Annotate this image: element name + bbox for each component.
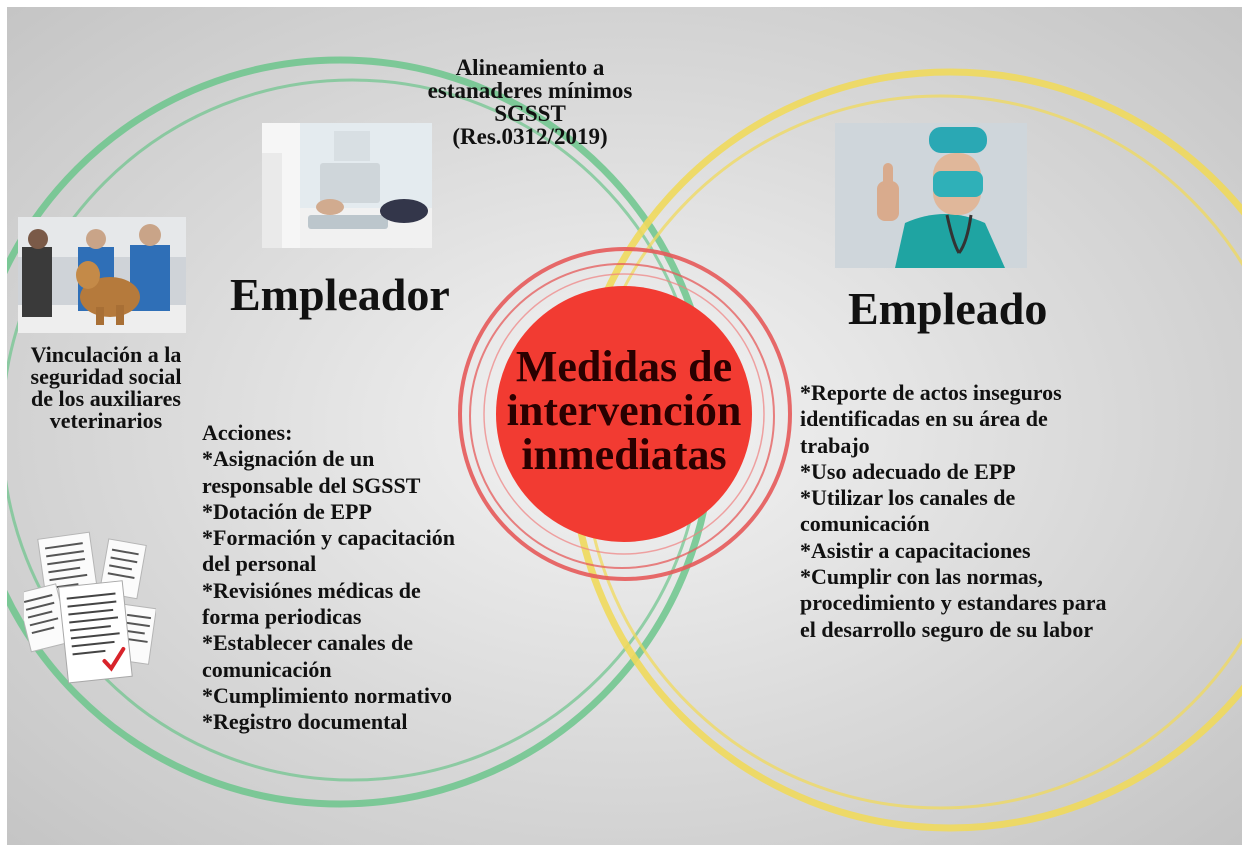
left-title: Empleador	[230, 269, 450, 320]
employer-action-line: *Formación y capacitación	[202, 525, 455, 551]
right-title: Empleado	[848, 283, 1048, 334]
employer-action-line: *Asignación de un	[202, 446, 375, 472]
photo-surgeon-thumbs-up	[835, 123, 1027, 268]
employer-action-line: forma periodicas	[202, 604, 362, 630]
employee-action-line: *Uso adecuado de EPP	[800, 458, 1016, 484]
employee-action-line: *Asistir a capacitaciones	[800, 537, 1031, 563]
employer-action-line: comunicación	[202, 656, 332, 682]
side-note-line-4: veterinarios	[49, 408, 163, 433]
employee-action-line: *Utilizar los canales de	[800, 485, 1016, 511]
employee-action-line: identificadas en su área de	[800, 406, 1048, 432]
employee-action-line: comunicación	[800, 511, 930, 537]
illustration-documents-checklist	[24, 531, 156, 684]
left-side-note: Vinculación a la seguridad social de los…	[14, 344, 198, 432]
employer-action-line: *Cumplimiento normativo	[202, 682, 452, 708]
top-note-line-3: SGSST	[494, 101, 566, 126]
employee-action-line: el desarrollo seguro de su labor	[800, 616, 1094, 642]
employee-action-line: *Reporte de actos inseguros	[800, 380, 1062, 405]
employer-actions-list: Acciones: *Asignación de un responsable …	[202, 420, 512, 736]
employer-action-line: del personal	[202, 551, 317, 577]
employer-actions-heading: Acciones:	[202, 420, 293, 445]
top-note-line-2: estanaderes mínimos	[427, 78, 633, 103]
employer-action-line: responsable del SGSST	[202, 472, 421, 498]
employee-action-line: *Cumplir con las normas,	[800, 564, 1043, 590]
employer-action-line: *Dotación de EPP	[202, 498, 372, 524]
top-note-line-4: (Res.0312/2019)	[452, 124, 608, 149]
top-note: Alineamiento a estanaderes mínimos SGSST…	[400, 56, 660, 148]
side-note-line-3: de los auxiliares	[31, 386, 181, 411]
center-title-line-3: inmediatas	[521, 430, 727, 479]
side-note-line-2: seguridad social	[30, 364, 182, 389]
employer-action-line: *Establecer canales de	[202, 630, 414, 656]
employee-actions-list: *Reporte de actos inseguros identificada…	[800, 380, 1170, 643]
center-title-line-1: Medidas de	[515, 342, 733, 391]
employee-action-line: procedimiento y estandares para	[800, 590, 1107, 616]
center-title: Medidas de intervención inmediatas	[490, 345, 758, 477]
top-note-line-1: Alineamiento a	[455, 55, 605, 80]
employer-action-line: *Revisiónes médicas de	[202, 577, 421, 603]
photo-veterinary-staff-with-dog	[18, 217, 186, 333]
employee-action-line: trabajo	[800, 432, 870, 458]
employer-action-line: *Registro documental	[202, 709, 408, 735]
center-title-line-2: intervención	[506, 386, 742, 435]
side-note-line-1: Vinculación a la	[30, 342, 182, 367]
